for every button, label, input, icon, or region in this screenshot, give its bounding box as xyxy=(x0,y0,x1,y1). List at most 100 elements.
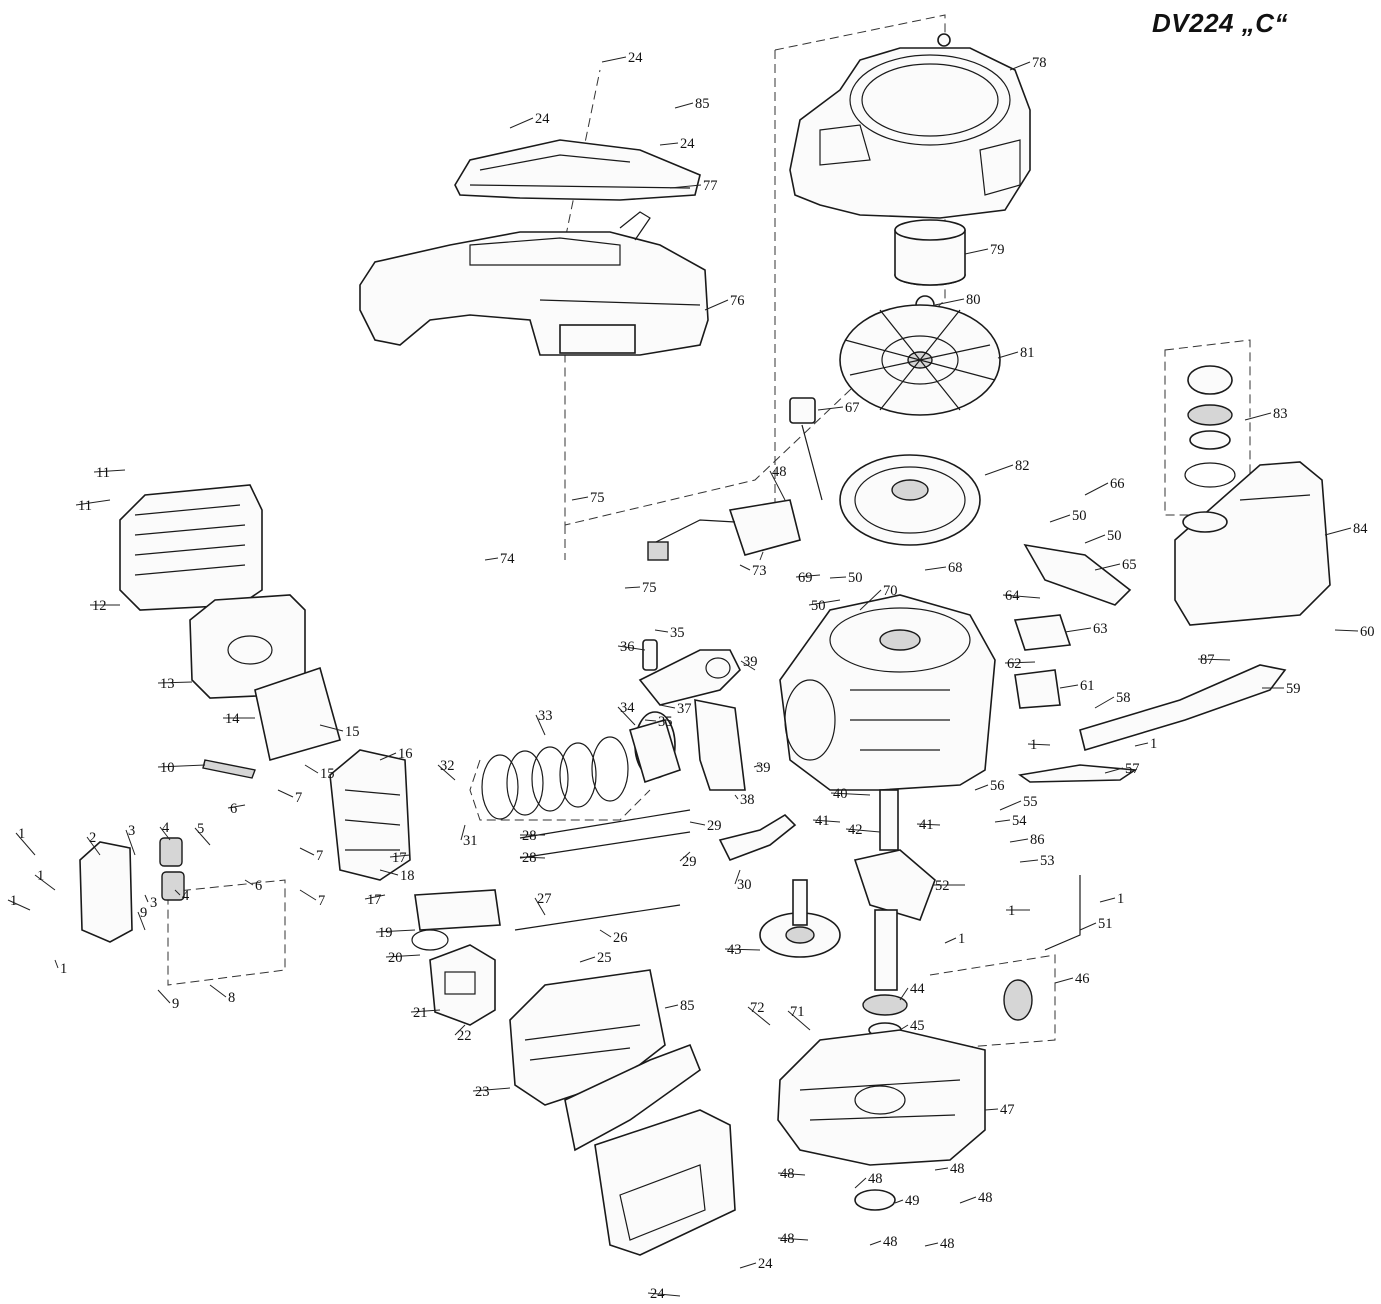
dipstick xyxy=(789,397,823,501)
leader-line xyxy=(1027,743,1051,746)
part-number-label: 29 xyxy=(707,818,722,834)
part-number-label: 70 xyxy=(883,583,898,599)
leader-line xyxy=(795,574,821,578)
part-number-label: 2 xyxy=(89,830,96,846)
part-number-label: 54 xyxy=(1012,813,1027,829)
part-number-label: 60 xyxy=(1360,624,1375,640)
leader-line xyxy=(454,1024,466,1036)
leader-line xyxy=(997,351,1019,359)
part-number-label: 24 xyxy=(680,136,695,152)
fuel-tank xyxy=(1174,461,1331,626)
carburetor-gasket xyxy=(411,929,449,951)
part-number-label: 37 xyxy=(677,701,692,717)
part-number-label: 48 xyxy=(780,1166,795,1182)
part-number-label: 76 xyxy=(730,293,745,309)
part-number-label: 50 xyxy=(811,598,826,614)
leader-line xyxy=(389,854,411,858)
part-number-label: 73 xyxy=(752,563,767,579)
leader-line xyxy=(974,784,989,791)
leader-line xyxy=(808,599,841,606)
leader-line xyxy=(304,764,319,774)
leader-line xyxy=(624,586,641,589)
leader-line xyxy=(734,869,741,885)
leader-line xyxy=(654,629,669,633)
leader-line xyxy=(830,792,871,796)
leader-line xyxy=(194,827,211,846)
leader-line xyxy=(157,989,171,1004)
valve-springs xyxy=(159,837,185,901)
leader-line xyxy=(1134,742,1149,747)
leader-line xyxy=(734,794,739,800)
leader-line xyxy=(817,406,844,411)
part-number-label: 27 xyxy=(537,891,552,907)
part-number-label: 30 xyxy=(737,877,752,893)
part-number-label: 44 xyxy=(910,981,925,997)
part-number-label: 14 xyxy=(225,711,240,727)
leader-line xyxy=(1064,627,1092,633)
leader-line xyxy=(93,469,126,473)
part-number-label: 9 xyxy=(172,996,179,1012)
leader-line xyxy=(535,714,546,736)
part-number-label: 80 xyxy=(966,292,981,308)
leader-line xyxy=(1104,767,1124,774)
air-filter-cover xyxy=(594,1109,736,1256)
leader-line xyxy=(689,821,706,826)
part-number-label: 48 xyxy=(950,1161,965,1177)
leader-line xyxy=(916,823,941,826)
part-number-label: 29 xyxy=(682,854,697,870)
part-number-label: 24 xyxy=(650,1286,665,1302)
part-number-label: 9 xyxy=(140,905,147,921)
leader-line xyxy=(571,496,589,501)
leader-line xyxy=(144,894,149,903)
leader-line xyxy=(364,894,386,900)
top-cover xyxy=(454,139,701,201)
part-number-label: 74 xyxy=(500,551,515,567)
part-number-label: 77 xyxy=(703,178,718,194)
part-number-label: 35 xyxy=(670,625,685,641)
leader-line xyxy=(924,566,947,571)
part-number-label: 51 xyxy=(1098,916,1113,932)
part-number-label: 5 xyxy=(197,821,204,837)
part-number-label: 1 xyxy=(958,931,965,947)
part-number-label: 69 xyxy=(798,570,813,586)
part-number-label: 34 xyxy=(620,700,635,716)
leader-line xyxy=(617,706,636,726)
leader-line xyxy=(999,800,1022,811)
part-number-label: 13 xyxy=(160,676,175,692)
leader-line xyxy=(647,1292,681,1297)
part-number-label: 43 xyxy=(727,942,742,958)
starter-cup xyxy=(894,219,966,286)
leader-line xyxy=(1079,922,1097,931)
part-number-label: 39 xyxy=(743,654,758,670)
part-number-label: 22 xyxy=(457,1028,472,1044)
leader-line xyxy=(174,889,181,896)
part-number-label: 7 xyxy=(318,893,325,909)
part-number-label: 6 xyxy=(230,801,237,817)
piston-rings xyxy=(481,736,629,820)
leader-line xyxy=(679,851,691,862)
part-number-label: 59 xyxy=(1286,681,1301,697)
fuel-line xyxy=(1079,664,1287,752)
leader-line xyxy=(54,959,59,969)
part-number-label: 1 xyxy=(1150,736,1157,752)
leader-line xyxy=(1059,684,1079,689)
spark-plug xyxy=(202,759,256,779)
part-number-label: 26 xyxy=(613,930,628,946)
flywheel xyxy=(839,304,1001,416)
part-number-label: 72 xyxy=(750,1000,765,1016)
connecting-rod xyxy=(638,639,741,706)
leader-line xyxy=(787,1010,811,1031)
leader-line xyxy=(1019,859,1039,863)
part-number-label: 21 xyxy=(413,1005,428,1021)
carburetor xyxy=(429,944,496,1026)
part-number-label: 1 xyxy=(18,826,25,842)
leader-line xyxy=(753,764,761,768)
part-number-label: 48 xyxy=(780,1231,795,1247)
leader-line xyxy=(777,1237,809,1241)
leader-line xyxy=(1094,696,1115,709)
leader-line xyxy=(157,681,193,684)
part-number-label: 1 xyxy=(1117,891,1124,907)
part-number-label: 4 xyxy=(162,820,170,836)
part-number-label: 48 xyxy=(772,464,787,480)
part-number-label: 6 xyxy=(255,878,262,894)
